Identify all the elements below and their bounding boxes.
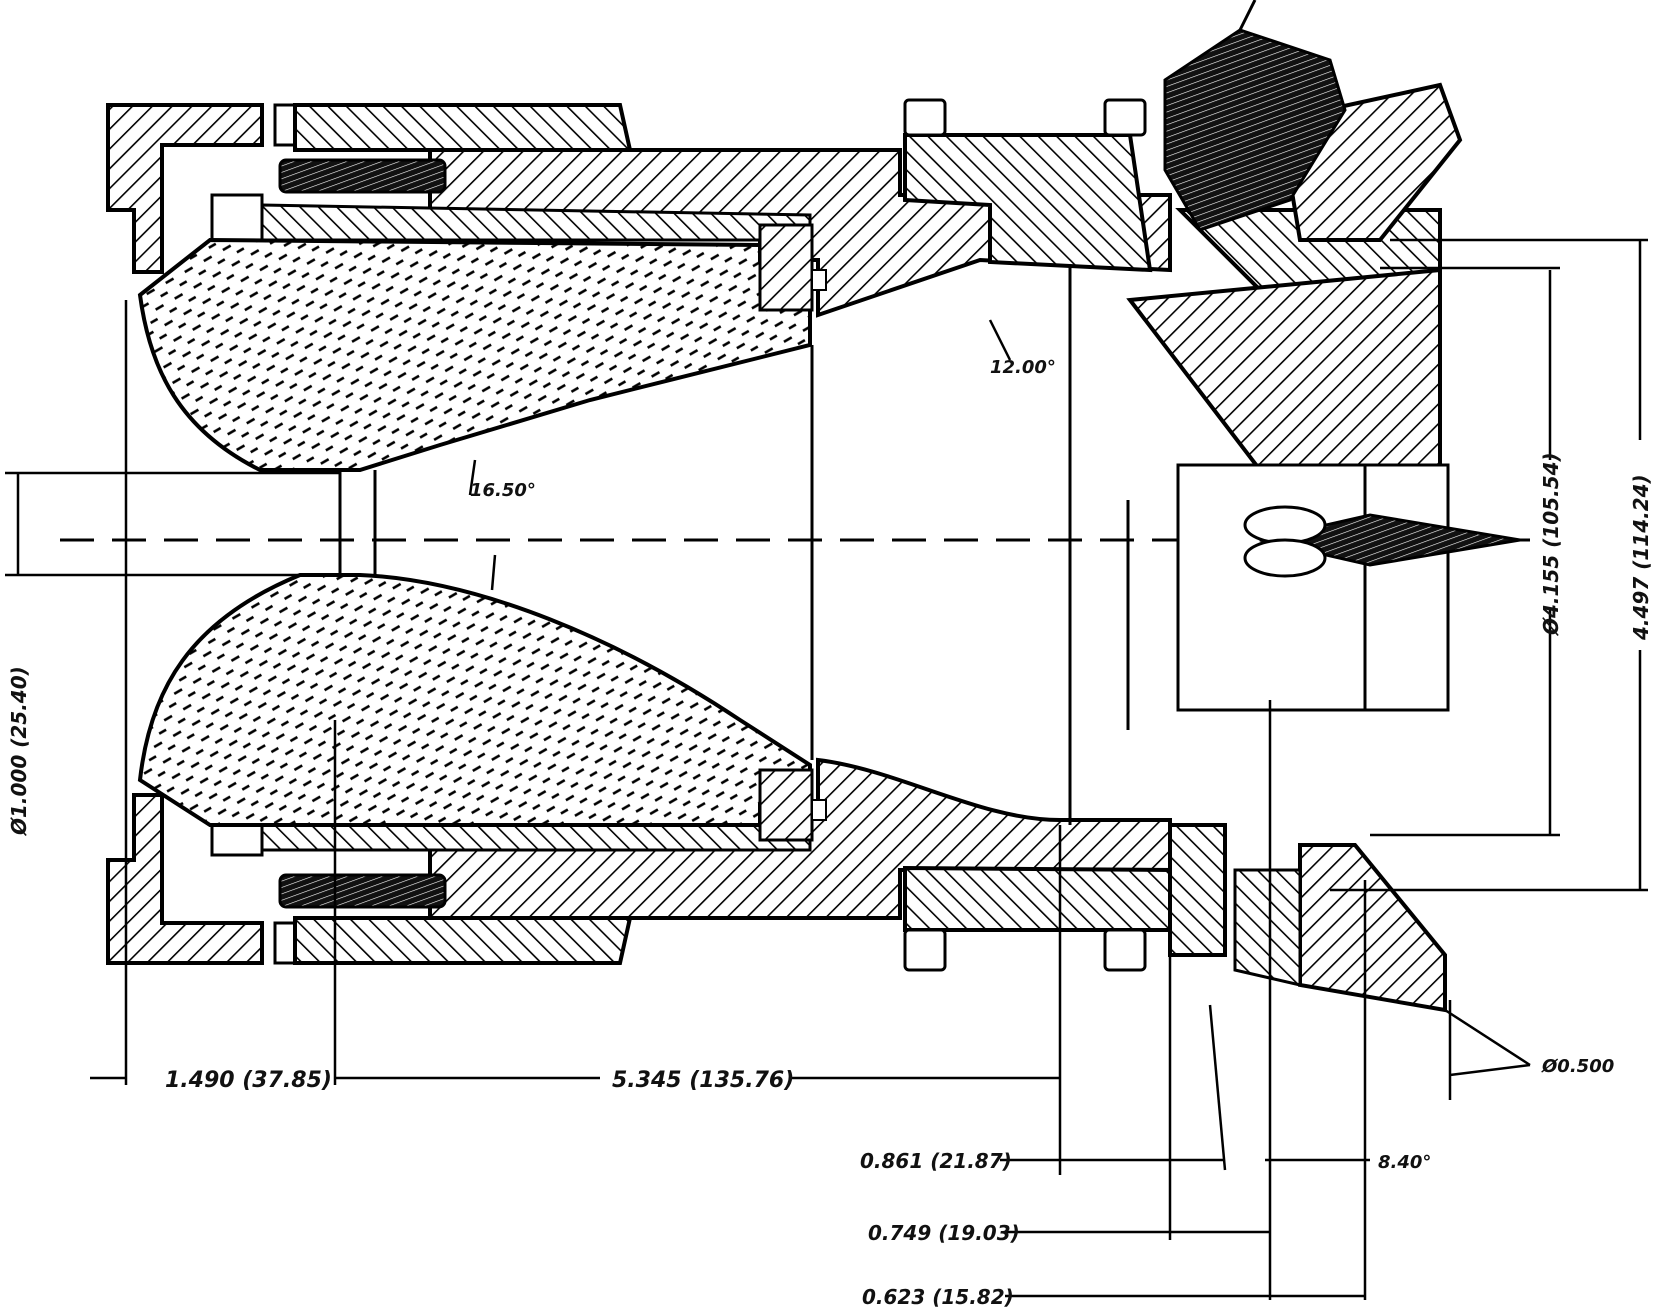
dimension-5-345: 5.345 (135.76): [612, 1068, 794, 1093]
dimension-0-623: 0.623 (15.82): [862, 1285, 1014, 1309]
dimension-1-490: 1.490 (37.85): [165, 1068, 332, 1093]
lower-ceramic-window: [137, 573, 827, 842]
dimension-0-749: 0.749 (19.03): [868, 1221, 1020, 1245]
dimension-4-155: Ø4.155 (105.54): [1539, 452, 1563, 636]
upper-threaded-insert: [210, 193, 812, 242]
dimension-lines: [5, 238, 1648, 1300]
upper-retainer-ring: [903, 98, 1153, 273]
lower-retainer-ring: [903, 865, 1172, 972]
upper-ceramic-window: [137, 223, 827, 472]
angle-16-50: 16.50°: [470, 480, 536, 501]
stub-tip: [1243, 505, 1521, 578]
bore-outline: [338, 265, 1450, 825]
dimension-4-497: 4.497 (114.24): [1629, 474, 1653, 641]
angle-0-500: Ø0.500: [1541, 1056, 1614, 1077]
lower-output-flange: [1168, 823, 1447, 1013]
upper-cone-element: [1126, 267, 1442, 472]
angle-8-40: 8.40°: [1378, 1152, 1431, 1173]
angle-12-00: 12.00°: [990, 357, 1056, 378]
upper-output-flange: [1163, 0, 1463, 302]
dimension-0-861: 0.861 (21.87): [860, 1149, 1012, 1173]
upper-outer-sleeve: [106, 103, 633, 274]
upper-seal: [278, 158, 447, 194]
dimension-1-000: Ø1.000 (25.40): [7, 666, 31, 836]
lower-seal: [278, 873, 447, 909]
